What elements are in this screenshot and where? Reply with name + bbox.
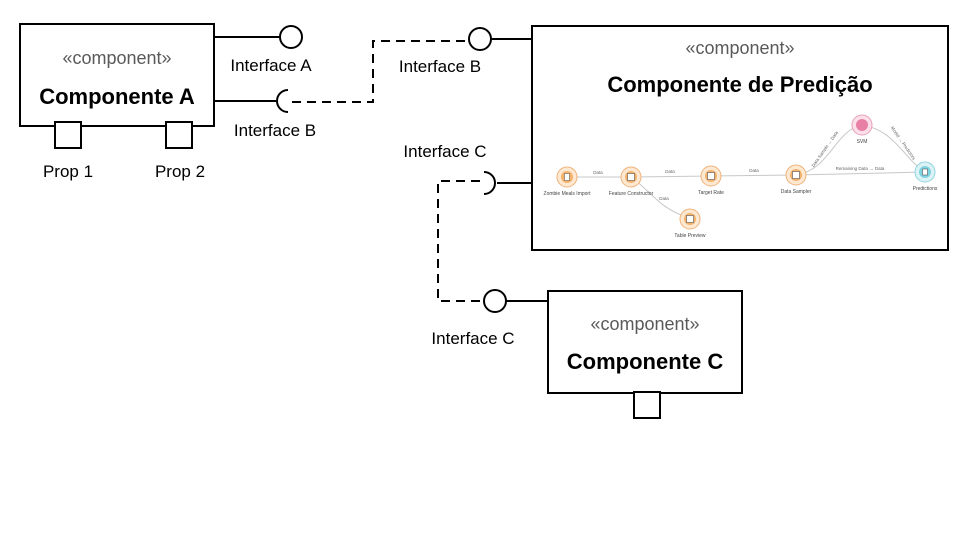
svg-text:Predictions: Predictions	[913, 186, 938, 192]
component-a[interactable]: «component» Componente A	[19, 23, 215, 127]
interface-c-required-label: Interface C	[403, 142, 486, 161]
interface-b-lollipop-icon[interactable]	[468, 27, 492, 51]
dependency-c-dashed-line	[437, 180, 483, 302]
svm-icon	[856, 119, 868, 131]
svg-text:Feature Constructor: Feature Constructor	[609, 191, 654, 197]
port-prop1[interactable]	[54, 121, 82, 149]
component-a-title: Componente A	[39, 84, 195, 109]
port-prop2[interactable]	[165, 121, 193, 149]
component-predicao-title: Componente de Predição	[607, 72, 872, 97]
wf-edge-label-7: Remaining Data → Data	[836, 166, 885, 171]
dependency-b-dashed-line	[292, 40, 468, 103]
interface-b-required-label: Interface B	[234, 121, 316, 140]
wf-node-zombie: Zombie Meals Import	[544, 166, 592, 197]
port-prop2-label: Prop 2	[155, 162, 205, 181]
port-prop1-label: Prop 1	[43, 162, 93, 181]
component-c[interactable]: «component» Componente C	[547, 290, 743, 394]
wf-edge-feature-target	[630, 175, 712, 178]
svg-text:SVM: SVM	[857, 139, 868, 145]
svg-text:Target Rate: Target Rate	[698, 190, 724, 196]
wf-node-preview: Table Preview	[674, 208, 706, 239]
wf-node-svm: SVM	[851, 114, 873, 145]
wf-node-sampler: Data Sampler	[781, 164, 812, 195]
svg-text:Zombie Meals Import: Zombie Meals Import	[544, 191, 592, 197]
svg-text:Table Preview: Table Preview	[674, 233, 706, 239]
interface-a-label: Interface A	[230, 56, 312, 75]
interface-c-socket-icon[interactable]	[483, 171, 496, 195]
component-predicao[interactable]: «component» Componente de Predição	[531, 25, 949, 251]
wf-edge-label-1: Data	[593, 170, 603, 175]
wf-node-predictions: Predictions	[913, 161, 938, 192]
component-c-title: Componente C	[567, 349, 724, 374]
interface-c-provided-label: Interface C	[431, 329, 514, 348]
interface-b-socket-icon[interactable]	[276, 89, 289, 113]
port-component-c[interactable]	[633, 391, 661, 419]
component-c-box	[547, 290, 743, 394]
interface-c-lollipop-icon[interactable]	[483, 289, 507, 313]
wf-edge-target-sampler	[710, 174, 797, 177]
component-a-stereotype: «component»	[62, 48, 171, 68]
interface-b-provided-label: Interface B	[399, 57, 481, 76]
component-a-box	[19, 23, 215, 127]
wf-node-target: Target Rate	[698, 165, 724, 196]
wf-node-feature: Feature Constructor	[609, 166, 654, 197]
wf-edge-sampler-predictions	[795, 171, 926, 176]
component-predicao-box	[531, 25, 949, 251]
interface-a-lollipop-icon[interactable]	[279, 25, 303, 49]
svg-text:Data Sampler: Data Sampler	[781, 189, 812, 195]
component-c-stereotype: «component»	[590, 314, 699, 334]
component-predicao-stereotype: «component»	[685, 38, 794, 58]
wf-edge-label-2: Data	[665, 169, 675, 174]
wf-edge-label-4: Data	[749, 168, 759, 173]
wf-edge-label-3: Data	[659, 196, 669, 201]
